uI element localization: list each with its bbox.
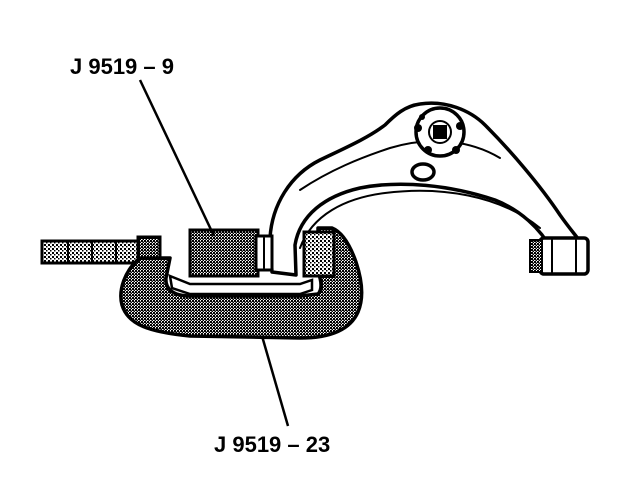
right-bushing [529, 236, 590, 276]
c-clamp-frame [119, 226, 364, 340]
callout-upper: J 9519 – 9 [70, 54, 216, 237]
control-arm-inner-edge [299, 189, 541, 249]
control-arm-body [268, 101, 584, 277]
control-arm-ridge [299, 140, 501, 191]
ball-joint-inner [428, 120, 452, 144]
callout-lower-label: J 9519 – 23 [214, 432, 330, 457]
press-bar-tool [40, 228, 274, 278]
callout-lower: J 9519 – 23 [214, 335, 330, 457]
callout-upper-label: J 9519 – 9 [70, 54, 174, 79]
c-clamp-body [119, 226, 364, 340]
control-arm-hole [410, 162, 436, 182]
rivet-1 [414, 124, 422, 132]
rivet-2 [456, 122, 464, 130]
control-arm [268, 101, 590, 277]
receiver-cylinder [188, 228, 260, 278]
ball-joint-stud [433, 125, 447, 139]
rivet-4 [452, 146, 460, 154]
c-clamp-jaw [302, 230, 336, 278]
rivet-3 [424, 146, 432, 154]
callout-lower-leader [260, 335, 290, 427]
callout-upper-leader [138, 79, 216, 237]
rivet-5 [419, 114, 425, 120]
c-clamp-opening [168, 274, 314, 296]
